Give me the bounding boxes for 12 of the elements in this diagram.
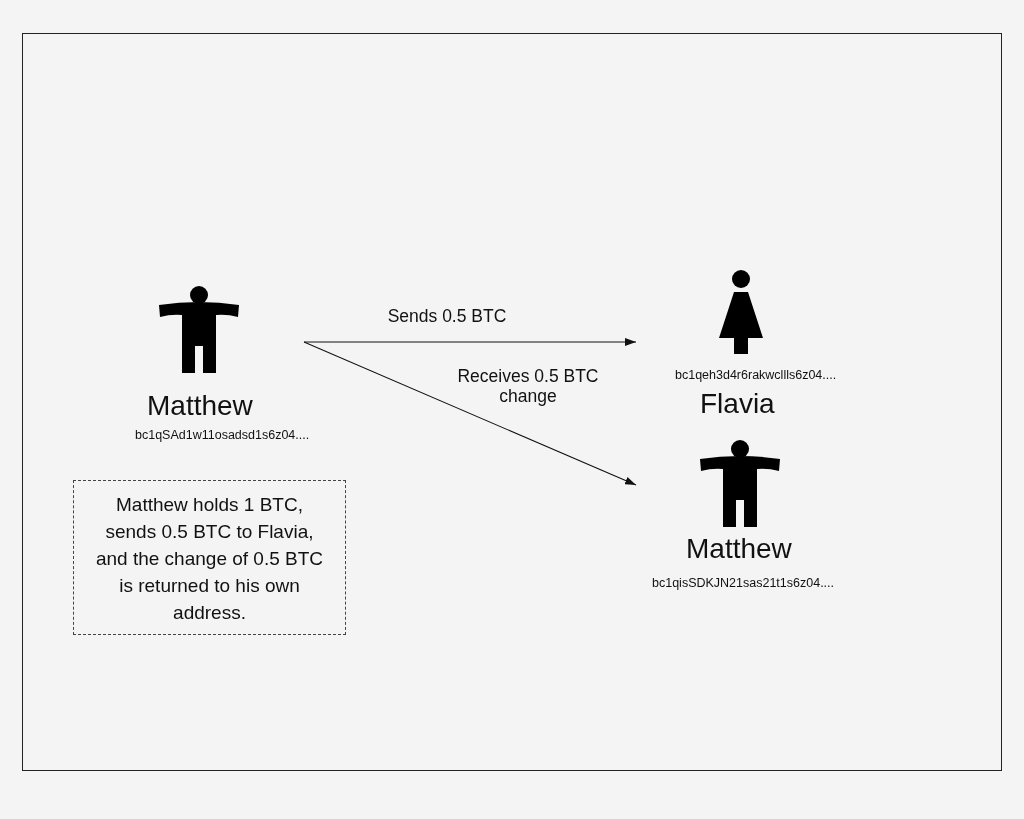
person-name: Flavia xyxy=(700,388,775,421)
edge-label: Receives 0.5 BTC change xyxy=(456,366,600,406)
person-name: Matthew xyxy=(686,533,792,566)
wallet-address: bc1qSAd1w11osadsd1s6z04.... xyxy=(135,428,310,443)
arrow xyxy=(303,338,637,346)
wallet-address: bc1qisSDKJN21sas21t1s6z04.... xyxy=(652,576,835,591)
note-text: Matthew holds 1 BTC, sends 0.5 BTC to Flavia, and the change of 0.5 BTC is returned to his own address. xyxy=(94,493,325,625)
edge-label: Sends 0.5 BTC xyxy=(386,306,508,326)
wallet-address: bc1qeh3d4r6rakwcllls6z04.... xyxy=(675,368,837,383)
arrow xyxy=(303,341,637,486)
person-name: Matthew xyxy=(147,390,253,423)
note-box xyxy=(73,480,346,635)
